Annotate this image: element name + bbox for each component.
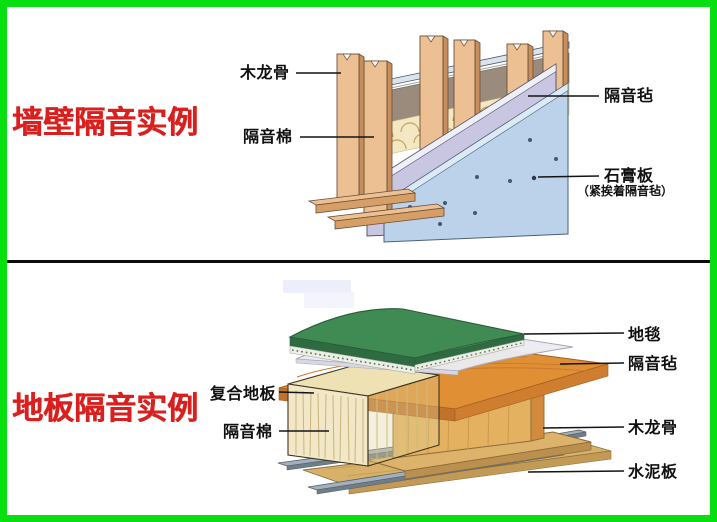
floor-label-sound-felt: 隔音毡 xyxy=(628,354,678,373)
wall-label-gypsum-board: 石膏板 xyxy=(604,166,654,185)
floor-label-wood-keel: 木龙骨 xyxy=(628,418,678,437)
watermark-smudge xyxy=(283,280,354,308)
wall-label-sound-felt: 隔音毡 xyxy=(604,86,654,105)
illustrations-canvas xyxy=(277,30,625,495)
screw-dots xyxy=(408,138,558,226)
wall-bottom-plates xyxy=(307,188,446,230)
floor-section-title: 地板隔音实例 xyxy=(12,391,198,427)
floor-label-sound-cotton: 隔音棉 xyxy=(223,422,273,441)
wall-illustration xyxy=(307,30,570,243)
carpet-layer xyxy=(288,308,525,375)
wall-studs-front xyxy=(336,53,393,218)
wall-section-title: 墙壁隔音实例 xyxy=(12,105,198,141)
leader-lines xyxy=(278,72,625,473)
section-divider xyxy=(7,260,710,263)
wall-label-gypsum-note: （紧挨着隔音毡） xyxy=(577,184,674,198)
floor-label-composite-floor: 复合地板 xyxy=(210,384,277,403)
wall-label-wood-keel: 木龙骨 xyxy=(240,63,290,82)
floor-label-carpet: 地毯 xyxy=(628,325,662,344)
wall-label-sound-cotton: 隔音棉 xyxy=(243,127,293,146)
insulation-block xyxy=(287,363,440,467)
floor-label-cement-board: 水泥板 xyxy=(628,462,678,481)
floor-illustration xyxy=(277,280,612,495)
